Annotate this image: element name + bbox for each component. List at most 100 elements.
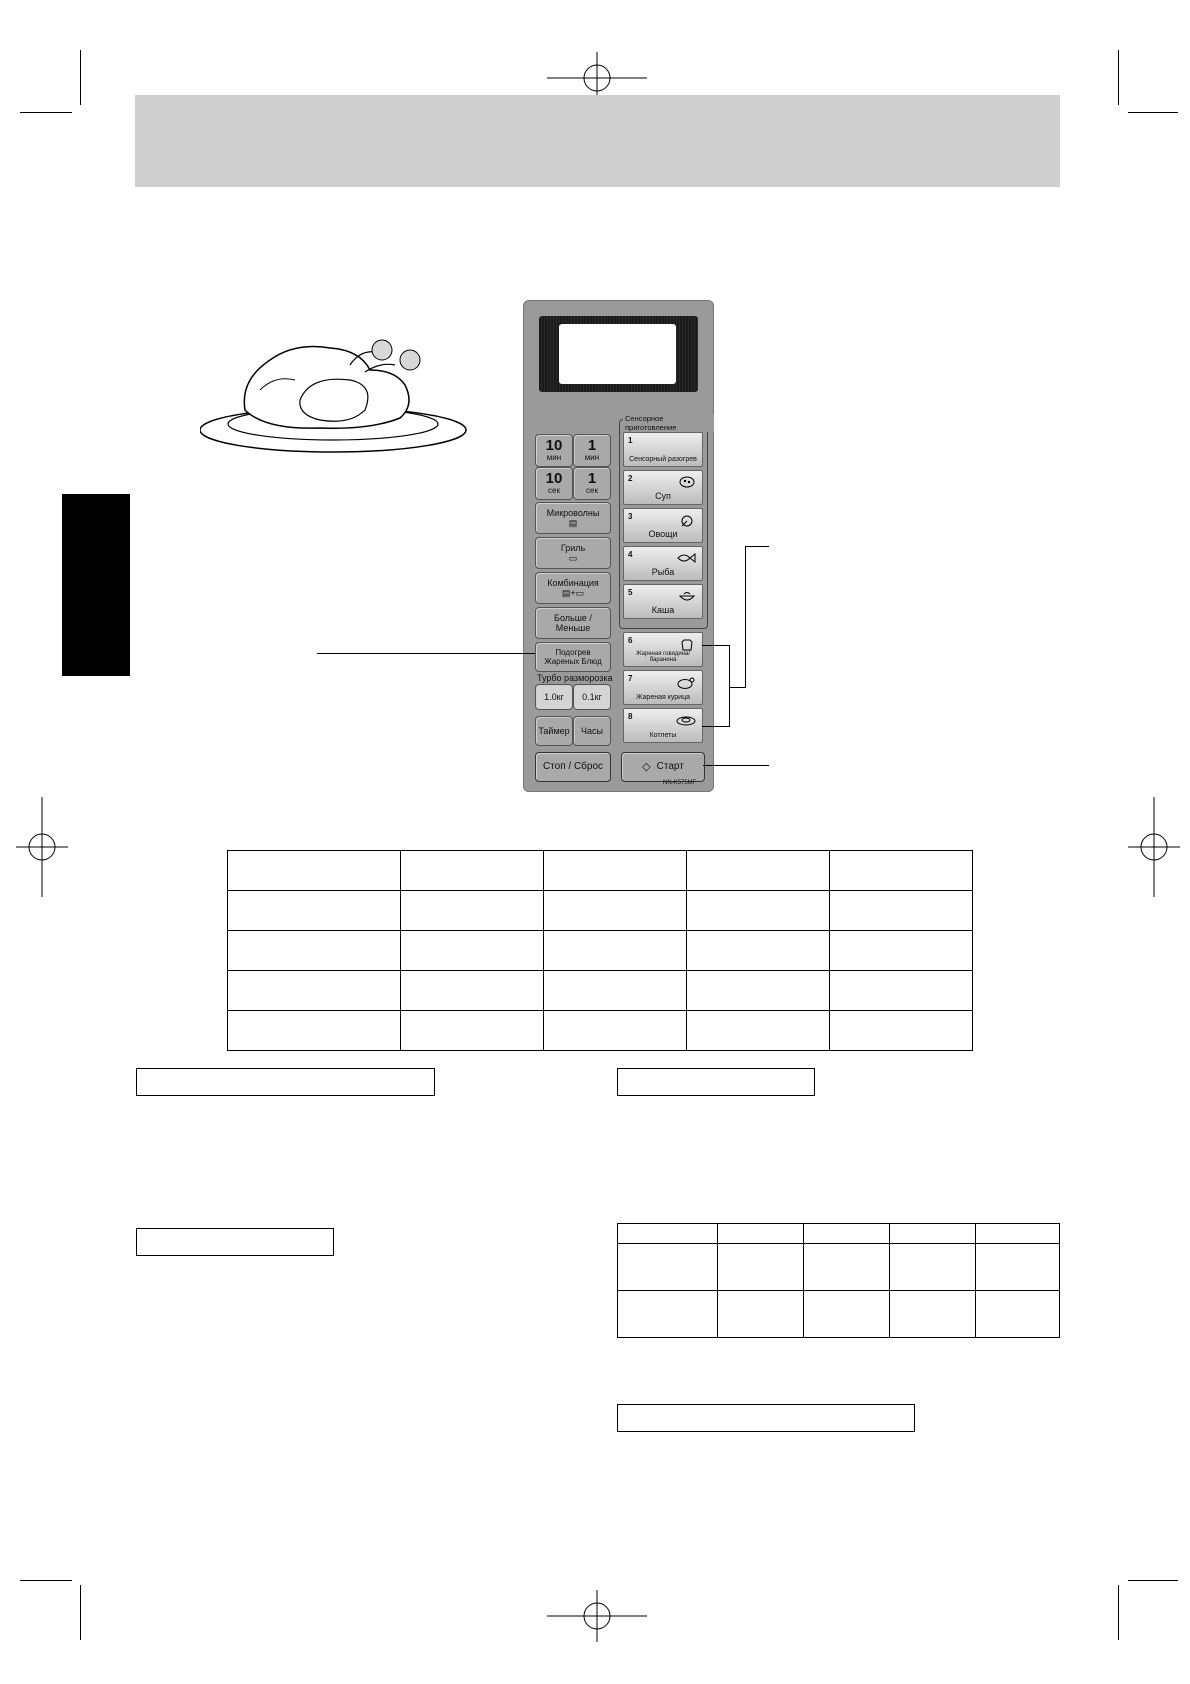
callout-bracket <box>729 645 730 727</box>
combination-button[interactable]: Комбинация ▤+▭ <box>535 572 611 604</box>
crop-mark <box>1128 1580 1178 1581</box>
registration-mark-icon <box>547 1590 647 1642</box>
ten-min-button[interactable]: 10 мин <box>535 434 573 467</box>
sensor-key-number: 8 <box>628 712 633 721</box>
section-label-box <box>617 1068 815 1096</box>
fish-icon <box>677 552 696 564</box>
microwave-button[interactable]: Микроволны ▤ <box>535 502 611 534</box>
crop-mark <box>1128 112 1178 113</box>
one-sec-button[interactable]: 1 сек <box>573 467 611 500</box>
display-screen <box>559 324 676 384</box>
start-diamond-icon: ◇ <box>642 760 651 773</box>
sensor-key-soup[interactable]: 2 Суп <box>623 470 703 505</box>
registration-mark-icon <box>16 797 68 897</box>
key-value: 1 <box>587 437 597 455</box>
display-window <box>539 316 698 392</box>
grill-icon: ▭ <box>568 553 578 563</box>
start-button[interactable]: ◇ Старт <box>621 752 705 782</box>
sensor-key-label: Каша <box>651 605 675 615</box>
microwave-icon: ▤ <box>568 518 578 528</box>
crop-mark <box>20 112 72 113</box>
microwave-label: Микроволны <box>546 507 600 518</box>
more-less-label: Больше / Меньше <box>554 612 592 633</box>
registration-mark-icon <box>1128 797 1180 897</box>
small-table <box>617 1223 1060 1338</box>
sensor-key-label: Суп <box>655 491 671 501</box>
model-number: NN-K575MF <box>663 780 697 786</box>
sensor-key-number: 2 <box>628 474 633 483</box>
sensor-key-label: Котлеты <box>649 732 677 739</box>
ten-sec-button[interactable]: 10 сек <box>535 467 573 500</box>
sensor-key-number: 6 <box>628 636 633 645</box>
callout-line-sensor-group <box>745 546 746 688</box>
sensor-key-roast-chicken[interactable]: 7 Жареная курица <box>623 670 703 705</box>
key-unit: сек <box>586 486 598 496</box>
stop-reset-button[interactable]: Стоп / Сброс <box>535 752 611 782</box>
reheat-roast-button[interactable]: Подогрев Жареных Блюд <box>535 642 611 672</box>
defrost-1kg-button[interactable]: 1.0кг <box>535 684 573 710</box>
sensor-key-number: 5 <box>628 588 633 597</box>
callout-bracket <box>702 645 729 646</box>
turbo-defrost-title: Турбо разморозка <box>537 673 613 683</box>
sensor-key-label: Жареная говядина/баранина <box>635 651 691 663</box>
key-value: 10 <box>545 470 563 488</box>
crop-mark <box>80 50 81 105</box>
key-value: 10 <box>545 437 563 455</box>
roast-chicken-icon <box>200 339 467 453</box>
one-min-button[interactable]: 1 мин <box>573 434 611 467</box>
timer-label: Таймер <box>538 725 570 736</box>
start-label: Старт <box>656 761 684 773</box>
sensor-cooking-title: Сенсорное приготовление <box>623 414 714 432</box>
section-label-box <box>136 1068 435 1096</box>
sensor-key-number: 7 <box>628 674 633 683</box>
vegetable-icon <box>681 515 693 527</box>
section-label-box <box>136 1228 334 1256</box>
key-unit: сек <box>548 486 560 496</box>
sensor-key-cutlets[interactable]: 8 Котлеты <box>623 708 703 743</box>
defrost-01kg-label: 0.1кг <box>582 691 602 702</box>
callout-line-sensor-group <box>729 687 746 688</box>
weight-table <box>227 850 973 1051</box>
sensor-key-fish[interactable]: 4 Рыба <box>623 546 703 581</box>
sensor-key-number: 1 <box>628 436 633 445</box>
reheat-label-line2: Жареных Блюд <box>544 657 602 666</box>
defrost-01kg-button[interactable]: 0.1кг <box>573 684 611 710</box>
crop-mark <box>20 1580 72 1581</box>
grill-label: Гриль <box>560 542 586 553</box>
sensor-key-label: Сенсорный разогрев <box>629 456 697 463</box>
porridge-bowl-icon <box>678 592 696 601</box>
callout-line-start <box>703 765 769 766</box>
section-label-box <box>617 1404 915 1432</box>
soup-bowl-icon <box>679 476 695 488</box>
defrost-1kg-label: 1.0кг <box>544 691 564 702</box>
callout-line-reheat <box>317 653 535 654</box>
crop-mark <box>1118 1585 1119 1640</box>
sensor-key-number: 4 <box>628 550 633 559</box>
key-unit: мин <box>584 453 600 463</box>
combination-icon: ▤+▭ <box>561 588 585 598</box>
chicken-icon <box>677 677 695 689</box>
crop-mark <box>1118 50 1119 105</box>
sensor-key-vegetables[interactable]: 3 Овощи <box>623 508 703 543</box>
clock-label: Часы <box>581 725 603 736</box>
callout-line-sensor-group <box>745 546 769 547</box>
sensor-key-roast-beef[interactable]: 6 Жареная говядина/баранина <box>623 632 703 667</box>
sensor-key-reheat[interactable]: 1 Сенсорный разогрев <box>623 432 703 467</box>
clock-button[interactable]: Часы <box>573 716 611 746</box>
key-value: 1 <box>587 470 597 488</box>
crop-mark <box>80 1585 81 1640</box>
sensor-key-label: Жареная курица <box>636 694 690 701</box>
reheat-label-line1: Подогрев <box>555 647 591 657</box>
grill-button[interactable]: Гриль ▭ <box>535 537 611 569</box>
sensor-key-label: Рыба <box>651 567 675 577</box>
key-unit: мин <box>546 453 562 463</box>
sensor-key-porridge[interactable]: 5 Каша <box>623 584 703 619</box>
timer-button[interactable]: Таймер <box>535 716 573 746</box>
more-less-button[interactable]: Больше / Меньше <box>535 607 611 639</box>
sensor-key-number: 3 <box>628 512 633 521</box>
stop-reset-label: Стоп / Сброс <box>542 761 604 773</box>
cutlet-plate-icon <box>676 716 696 726</box>
cow-icon <box>681 639 693 651</box>
language-tab <box>62 494 130 676</box>
combination-label: Комбинация <box>547 577 599 588</box>
